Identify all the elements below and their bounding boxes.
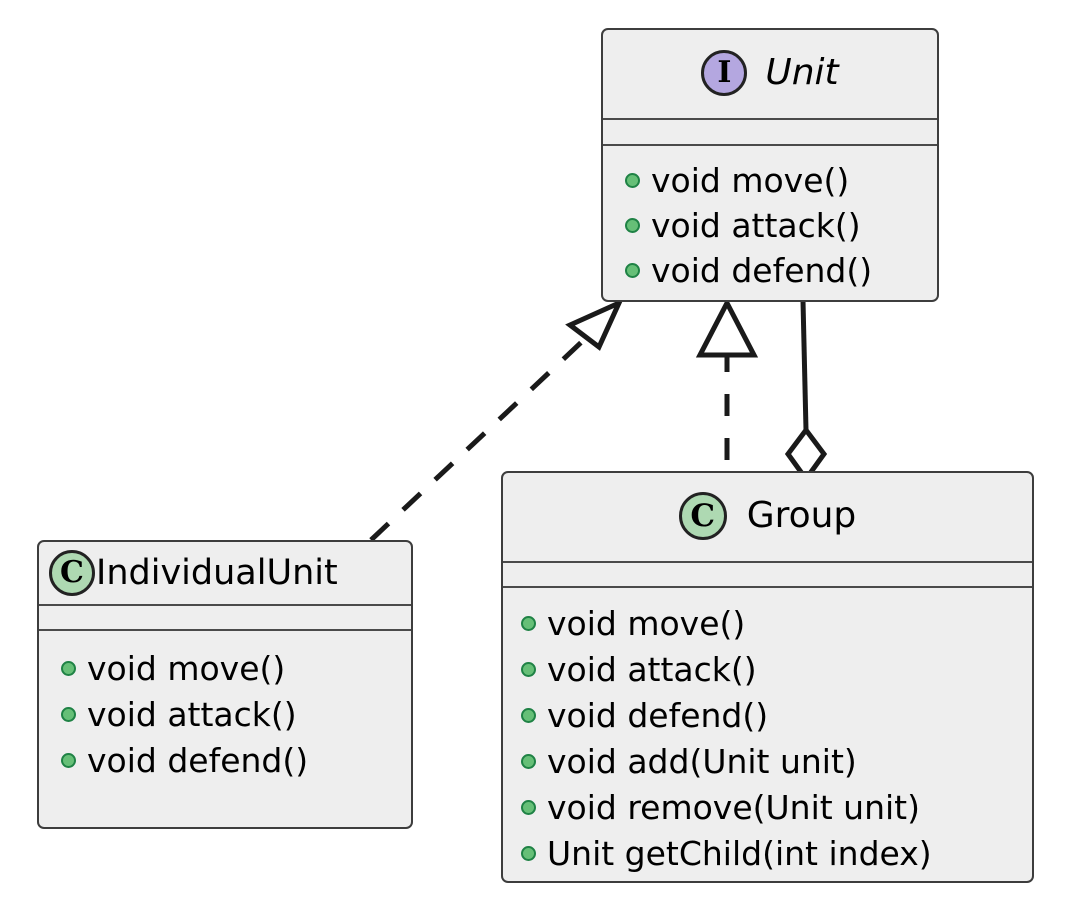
method-label: void defend() [651,251,873,290]
class-box-individualunit[interactable]: C IndividualUnit void move() void attack… [37,540,413,829]
method-label: void defend() [547,695,769,735]
method-label: void move() [651,161,850,200]
method-label: void move() [87,648,286,688]
method-row[interactable]: void defend() [521,692,1032,738]
method-row[interactable]: void move() [625,158,937,203]
method-label: void attack() [651,206,861,245]
methods-compartment-group: void move() void attack() void defend() … [503,588,1032,876]
public-visibility-icon [521,799,536,815]
class-header-group: C Group [503,473,1032,561]
method-row[interactable]: void remove(Unit unit) [521,784,1032,830]
public-visibility-icon [625,173,640,188]
method-label: void attack() [87,694,297,734]
class-divider-group-top [503,561,1032,563]
public-visibility-icon [61,706,76,722]
interface-badge-icon: I [701,50,748,96]
method-row[interactable]: void move() [521,600,1032,646]
method-label: void move() [547,603,746,643]
class-box-group[interactable]: C Group void move() void attack() void d… [501,471,1034,883]
method-row[interactable]: void add(Unit unit) [521,738,1032,784]
public-visibility-icon [61,660,76,676]
public-visibility-icon [521,707,536,723]
public-visibility-icon [521,753,536,769]
method-row[interactable]: void attack() [61,691,411,737]
public-visibility-icon [625,218,640,233]
aggregation-line [800,300,809,431]
class-divider-individualunit-top [39,604,411,606]
method-label: void attack() [547,649,757,689]
relationship-group-aggregates-unit [784,300,828,484]
public-visibility-icon [61,752,76,768]
public-visibility-icon [521,661,536,677]
hollow-triangle-arrowhead-individualunit [565,298,625,351]
public-visibility-icon [521,845,536,861]
class-name-group: Group [746,495,857,536]
hollow-triangle-arrowhead-group [695,297,759,358]
class-divider-individualunit-bottom [39,629,411,631]
class-divider-unit-top [603,118,937,120]
method-row[interactable]: Unit getChild(int index) [521,830,1032,876]
attributes-compartment-individualunit [39,606,411,629]
method-label: void defend() [87,740,309,780]
public-visibility-icon [521,615,536,631]
method-label: void remove(Unit unit) [547,787,920,827]
public-visibility-icon [625,263,640,278]
class-badge-icon: C [678,492,727,540]
class-badge-icon: C [49,550,95,596]
method-row[interactable]: void attack() [625,203,937,248]
class-header-individualunit: C IndividualUnit [39,542,411,604]
class-header-unit: I Unit [603,30,937,118]
attributes-compartment-group [503,563,1032,586]
class-divider-unit-bottom [603,144,937,146]
methods-compartment-individualunit: void move() void attack() void defend() [39,631,411,783]
method-row[interactable]: void move() [61,645,411,691]
method-label: void add(Unit unit) [547,741,857,781]
method-row[interactable]: void defend() [61,737,411,783]
relationship-group-realizes-unit [695,297,759,470]
class-name-unit: Unit [765,52,839,93]
method-row[interactable]: void attack() [521,646,1032,692]
attributes-compartment-unit [603,120,937,144]
class-name-individualunit: IndividualUnit [96,552,338,593]
class-divider-group-bottom [503,586,1032,588]
methods-compartment-unit: void move() void attack() void defend() [603,146,937,293]
method-label: Unit getChild(int index) [547,833,932,873]
class-box-unit[interactable]: I Unit void move() void attack() void de… [601,28,939,302]
method-row[interactable]: void defend() [625,248,937,293]
